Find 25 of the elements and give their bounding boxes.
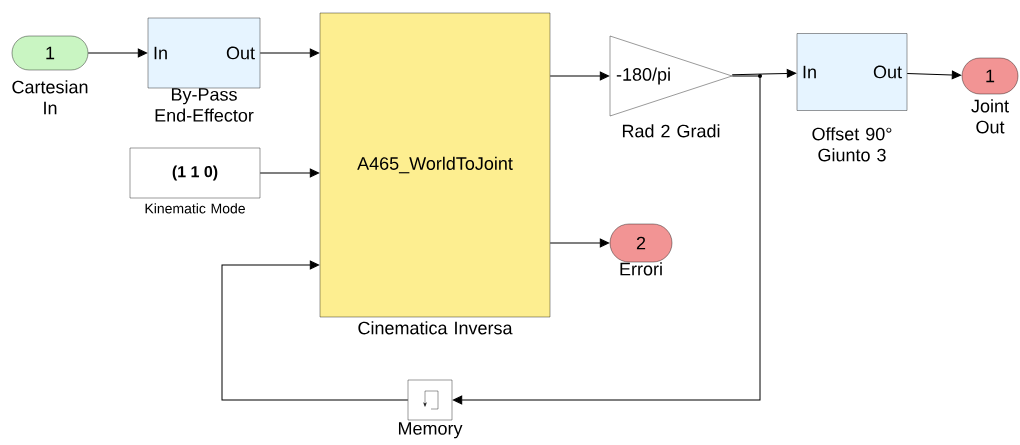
block-label: Cartesian In: [12, 80, 88, 115]
subsystem-block: In Out: [796, 33, 908, 111]
gain-triangle: -180/pi: [609, 35, 733, 117]
arrow: [259, 48, 320, 58]
arrow: [87, 48, 148, 58]
block-label: By-Pass End-Effector: [155, 88, 254, 122]
block-label: Memory: [399, 422, 463, 439]
subsystem-block: A465_WorldToJoint: [319, 12, 551, 318]
constant-block: (1 1 0): [129, 147, 261, 199]
block-label: Rad 2 Gradi: [622, 124, 720, 138]
arrow: [549, 71, 610, 81]
arrow: [731, 69, 797, 78]
block-label: Joint Out: [971, 99, 1009, 134]
arrow: [221, 260, 409, 401]
arrow: [549, 238, 610, 248]
block-label: Kinematic Mode: [145, 203, 245, 214]
arrow: [906, 70, 962, 80]
arrow: [259, 168, 320, 178]
outport-oval: 1: [961, 57, 1019, 95]
block-label: Errori: [620, 262, 662, 276]
arrow: [452, 74, 762, 405]
block-label: Cinematica Inversa: [358, 321, 513, 335]
memory-block: [407, 379, 453, 421]
subsystem-block: In Out: [147, 17, 261, 89]
block-label: Offset 90° Giunto 3: [812, 127, 892, 162]
